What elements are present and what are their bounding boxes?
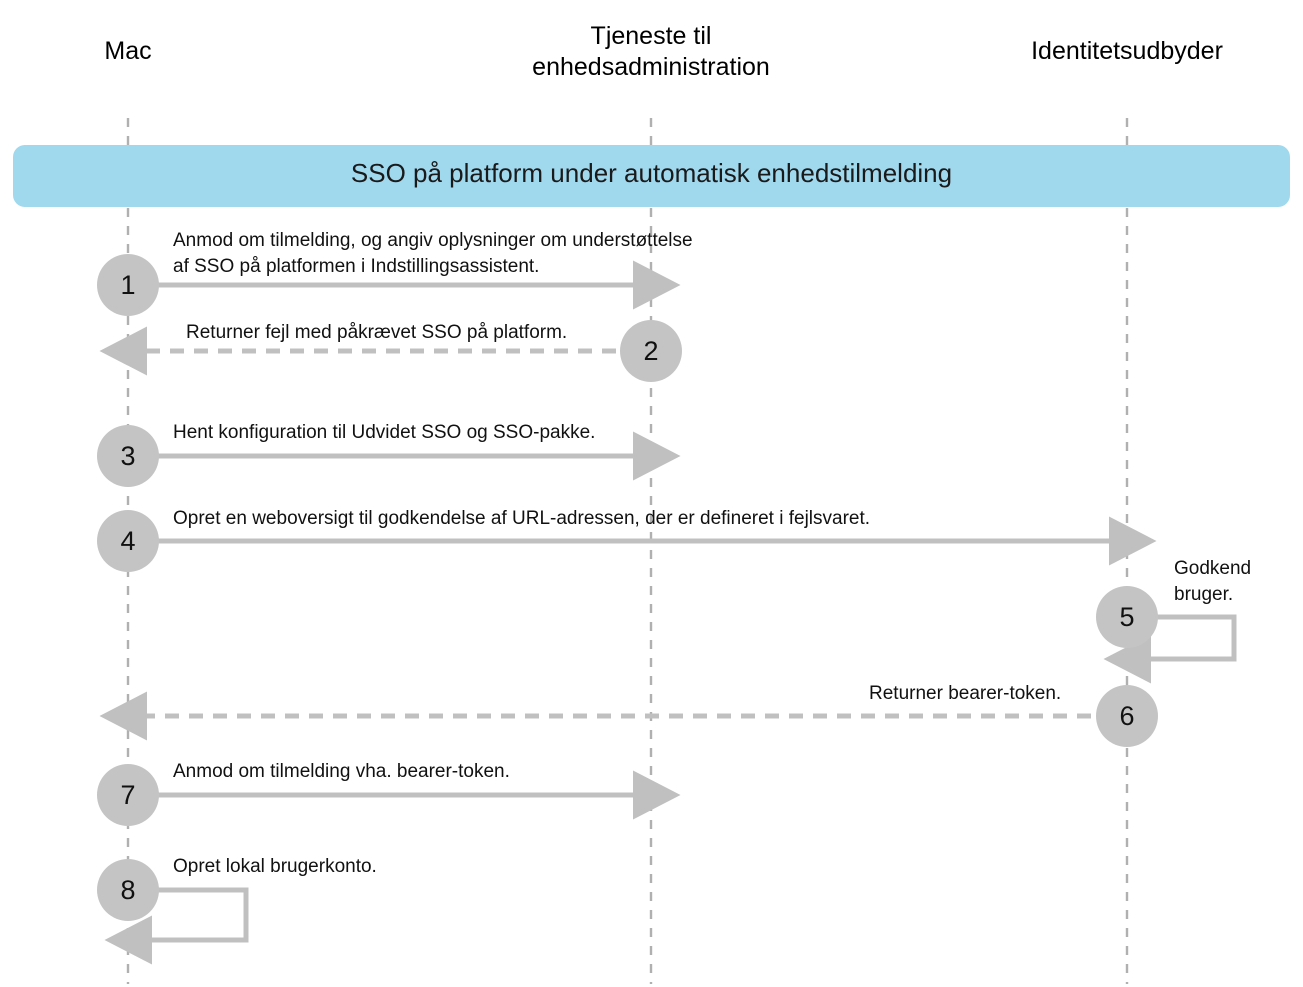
step-number-4: 4 <box>120 526 136 556</box>
step-number-1: 1 <box>120 270 136 300</box>
message-label-step-3: Hent konfiguration til Udvidet SSO og SS… <box>173 422 596 443</box>
step-number-6: 6 <box>1119 701 1135 731</box>
message-label-step-2: Returner fejl med påkrævet SSO på platfo… <box>186 322 568 343</box>
message-label-step-8: Opret lokal brugerkonto. <box>173 856 377 877</box>
actor-header-mac: Mac <box>104 37 152 65</box>
step-number-3: 3 <box>120 441 136 471</box>
message-label-step-4: Opret en weboversigt til godkendelse af … <box>173 508 871 529</box>
step-circle-7 <box>97 764 159 826</box>
step-number-2: 2 <box>643 336 659 366</box>
step-number-8: 8 <box>120 875 136 905</box>
step-circle-6 <box>1096 685 1158 747</box>
arrow-step-8-self-loop <box>104 887 249 965</box>
message-label-step-7: Anmod om tilmelding vha. bearer-token. <box>173 761 510 782</box>
step-circle-2 <box>620 320 682 382</box>
message-label-step-6: Returner bearer-token. <box>869 683 1062 704</box>
step-circle-3 <box>97 425 159 487</box>
step-circle-4 <box>97 510 159 572</box>
step-circle-1 <box>97 254 159 316</box>
step-circle-5 <box>1096 586 1158 648</box>
actor-header-device-management-service: Tjeneste til enhedsadministration <box>532 22 770 81</box>
step-circle-8 <box>97 859 159 921</box>
arrow-step-5-self-loop <box>1103 614 1237 684</box>
message-label-step-5: Godkend bruger. <box>1174 558 1252 605</box>
title-banner <box>13 145 1290 207</box>
step-number-7: 7 <box>120 780 136 810</box>
banner-title: SSO på platform under automatisk enhedst… <box>350 158 953 188</box>
message-label-step-1: Anmod om tilmelding, og angiv oplysninge… <box>173 230 693 277</box>
step-number-5: 5 <box>1119 602 1135 632</box>
actor-header-identity-provider: Identitetsudbyder <box>1031 37 1223 65</box>
